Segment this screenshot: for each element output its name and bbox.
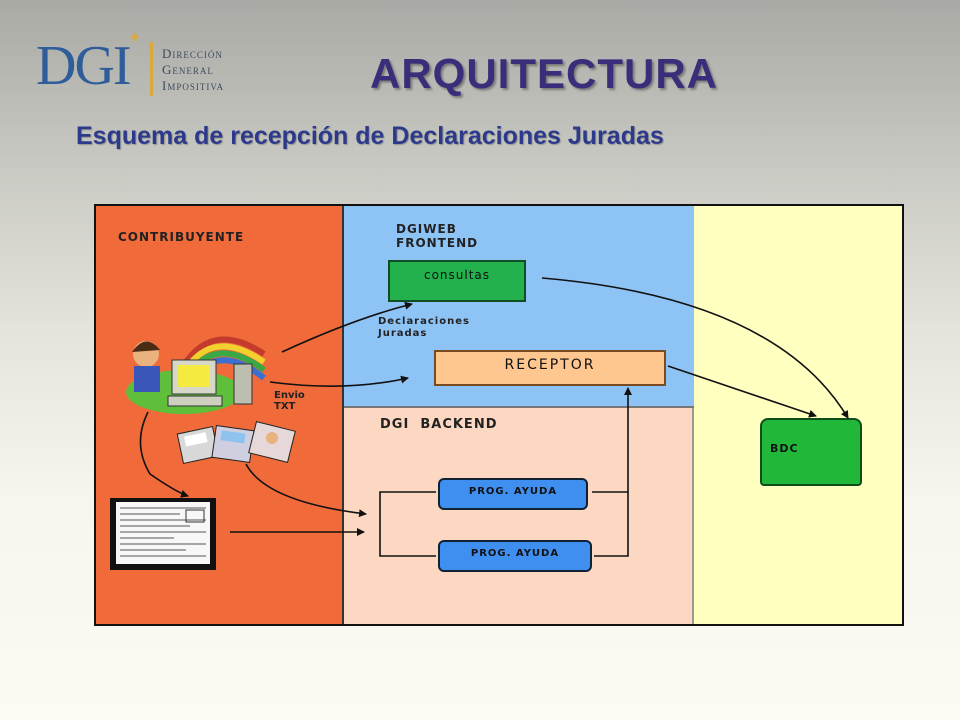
architecture-diagram: CONTRIBUYENTE DGIWEB FRONTEND DGI BACKEN… — [94, 204, 904, 626]
zone-label-frontend-line1: DGIWEB — [396, 222, 457, 236]
logo-line-3: Impositiva — [162, 78, 225, 93]
arrow-user-to-form — [139, 411, 189, 498]
logo-divider — [150, 42, 153, 96]
flow-arrows — [139, 277, 849, 557]
arrow-user-to-receptor — [269, 375, 409, 387]
zone-label-frontend-line2: FRONTEND — [396, 236, 479, 250]
logo-line-1: Dirección — [162, 46, 223, 61]
slide-subtitle: Esquema de recepción de Declaraciones Ju… — [76, 122, 664, 150]
star-icon: ✦ — [128, 30, 142, 47]
label-envio-txt: Envio TXT — [274, 390, 305, 412]
label-envio-line2: TXT — [274, 401, 296, 412]
arrow-consultas-to-bdc — [541, 277, 849, 419]
arrow-user-to-consultas — [281, 301, 413, 353]
user-computer-icon — [126, 336, 266, 414]
consultas-box: consultas — [388, 260, 526, 302]
tax-form-icon — [110, 498, 216, 570]
label-dj-line1: Declaraciones — [378, 316, 470, 327]
zone-label-backend: DGI BACKEND — [380, 417, 498, 432]
zone-backend — [344, 408, 694, 624]
line-prog2-to-receptor — [594, 492, 629, 557]
slide-title: ARQUITECTURA — [370, 50, 718, 97]
diskettes-icon — [176, 421, 296, 465]
logo-line-2: General — [162, 62, 214, 77]
dgi-logo: ✦ DGI Dirección General Impositiva — [36, 30, 276, 104]
zone-label-contribuyente: CONTRIBUYENTE — [118, 230, 245, 244]
arrow-prog-to-receptor — [592, 387, 632, 493]
prog-ayuda-box-2: PROG. AYUDA — [438, 540, 592, 572]
receptor-box: RECEPTOR — [434, 350, 666, 386]
logo-text: Dirección General Impositiva — [162, 46, 224, 94]
bdc-database: BDC — [760, 418, 862, 486]
zone-label-frontend: DGIWEB FRONTEND — [396, 222, 478, 250]
prog-ayuda-box-1: PROG. AYUDA — [438, 478, 588, 510]
label-declaraciones-juradas: Declaraciones Juradas — [378, 316, 470, 340]
arrow-diskettes-to-backend — [245, 463, 367, 518]
logo-mark: DGI — [36, 35, 132, 97]
arrow-receptor-to-bdc — [667, 365, 817, 418]
bracket-prog-ayuda — [379, 491, 436, 557]
label-dj-line2: Juradas — [378, 328, 428, 339]
label-envio-line1: Envio — [274, 390, 305, 401]
